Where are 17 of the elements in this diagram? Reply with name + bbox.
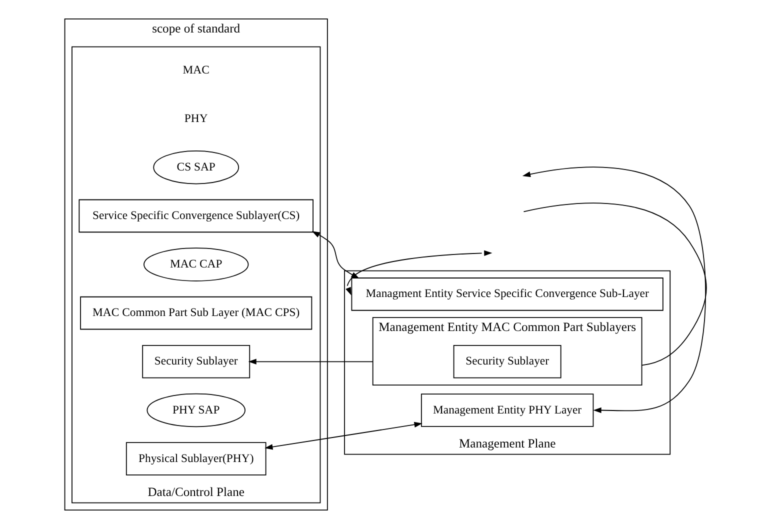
node-box: Physical Sublayer(PHY)	[126, 442, 266, 476]
label: MAC	[182, 63, 210, 76]
arrow	[248, 358, 374, 364]
node-box: Security Sublayer	[142, 345, 250, 378]
node-box: Management Entity PHY Layer	[420, 394, 594, 427]
node-box: Service Specific Convergence Sublayer(CS)	[78, 199, 314, 233]
arrow	[522, 166, 706, 414]
arrow	[264, 422, 422, 450]
node-box: MAC Common Part Sub Layer (MAC CPS)	[80, 296, 312, 330]
node-ellipse: MAC CAP	[144, 248, 249, 282]
arrow	[346, 250, 492, 296]
node-box: Security Sublayer	[453, 345, 562, 378]
label: PHY	[184, 112, 208, 125]
connector	[523, 202, 707, 366]
node-ellipse: PHY SAP	[146, 393, 246, 428]
node-ellipse: CS SAP	[153, 150, 240, 184]
node-box: Managment Entity Service Specific Convergence Sub-Layer	[351, 278, 664, 311]
